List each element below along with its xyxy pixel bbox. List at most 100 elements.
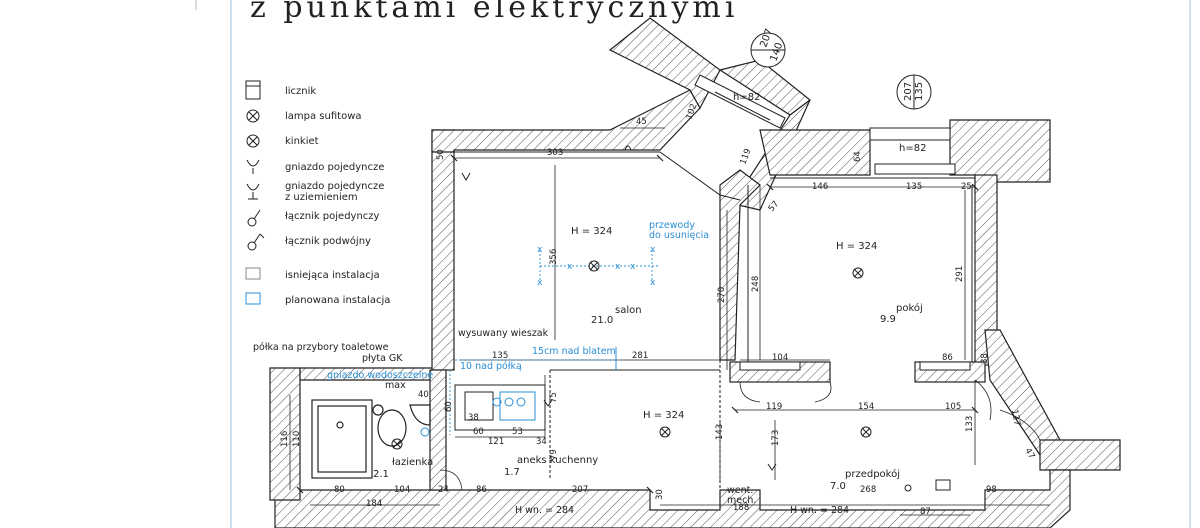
dim-label: 119 [766,402,782,412]
single-switch-icon [247,209,261,227]
dim-label: 268 [860,485,876,495]
dim-label: 133 [965,416,975,432]
dim-label: 188 [733,503,749,513]
dim-label: 173 [771,430,781,446]
wall-top-right [949,119,1051,183]
dim-label: 45 [636,117,647,127]
dim-label: 184 [366,499,382,509]
ceiling-lamp-icon [659,426,671,438]
above-counter-label: 15cm nad blatem [532,346,616,357]
ceiling-lamp-icon [588,260,600,272]
dim-label: 57 [767,199,782,214]
dim-label: 86 [476,485,487,495]
sill-height: h=82 [899,143,926,154]
dim-label: 25 [961,182,972,192]
dim-label: 24 [438,485,449,495]
ceiling-lamp-icon [852,267,864,279]
dim-label: 116 [280,431,290,447]
single-socket-icon [461,172,471,182]
annotations: półka na przybory toaletowe płyta GK max… [253,328,849,516]
dim-label: 356 [549,249,559,265]
dim-label: 60 [473,427,484,437]
window-height-right: H wn. = 284 [790,505,849,516]
planned-cables [449,250,660,435]
room-name: salon [615,305,642,316]
dim-label: 86 [942,353,953,363]
window-sill-right [919,361,971,371]
room-height: H = 324 [643,410,684,421]
dim-label: 154 [858,402,874,412]
room-name: łazienka [392,457,433,468]
dim-label: 135 [492,351,508,361]
room-height: H = 324 [836,241,877,252]
dim-label: 87 [920,507,931,517]
waterproof-socket-label: gniazdo wodoszczelne [327,370,433,381]
dim-label: 38 [980,353,990,364]
dim-label: 248 [751,276,761,292]
wall-lamp-icon [246,134,260,148]
single-switch-icon [904,484,912,492]
single-socket-icon [767,463,777,471]
room-labels: H = 324 salon 21.0 H = 324 pokój 9.9 H =… [373,226,923,492]
window-tag-circles [750,32,932,110]
ceiling-lamp-icon [391,438,403,450]
window-sill-left [739,361,801,371]
ceiling-lamps [391,260,872,450]
wall-top-left [431,89,701,153]
sink [409,404,431,426]
wall-right-angled [984,329,1061,456]
legend-label: z uziemieniem [285,192,358,203]
drywall-label: płyta GK [362,353,403,364]
wall-kitchen-partition [429,369,447,491]
dim-label: 53 [512,427,523,437]
cables-remove-label-2: do usunięcia [649,230,709,241]
room-area: 1.7 [504,467,520,478]
meter-icon [935,479,951,491]
vent-label-1: went. [727,485,753,496]
dim-label: 121 [488,437,504,447]
bathroom-fixtures [311,399,431,479]
ceiling-lamp-icon [246,109,260,123]
dim-label: 110 [292,431,302,447]
legend-label: łącznik podwójny [285,235,371,247]
dim-label: 38 [468,413,479,423]
dim-label: 64 [853,151,863,162]
dim-label: 98 [986,485,997,495]
dim-label: 303 [547,148,563,158]
windows [694,74,971,371]
sockets [461,145,951,492]
single-socket-icon [246,159,260,174]
dim-label: 75 [549,392,559,403]
svg-text:x: x [537,245,543,255]
grounded-socket-icon [246,183,260,200]
legend-icons [245,80,265,305]
window-pokoj [869,127,951,141]
sill-height: h=82 [733,92,760,103]
room-name: aneks kuchenny [517,455,598,466]
dim-label: 40 [418,390,429,400]
single-socket-icon [624,145,632,151]
walls [269,17,1121,528]
dim-label: 60 [444,401,454,412]
dim-label: 30 [655,489,665,500]
kitchen-fixtures [454,384,546,431]
legend-label: łącznik pojedynczy [285,211,380,222]
legend-label: licznik [285,86,316,97]
svg-text:x: x [567,262,573,272]
max-label: max [385,380,406,391]
dim-label: 270 [717,287,727,303]
svg-text:x: x [650,245,656,255]
room-area: 9.9 [880,314,896,325]
svg-text:x: x [650,278,656,288]
cooktop [499,391,536,421]
dim-label: 291 [955,266,965,282]
above-shelf-label: 10 nad półką [460,361,522,372]
ceiling-lamp-icon [860,426,872,438]
meter-icon [245,80,261,100]
svg-text:x: x [537,278,543,288]
dim-label: 47 [1022,447,1036,461]
kitchen-sink [464,391,494,421]
dim-label: 146 [812,182,828,192]
room-area: 7.0 [830,481,846,492]
